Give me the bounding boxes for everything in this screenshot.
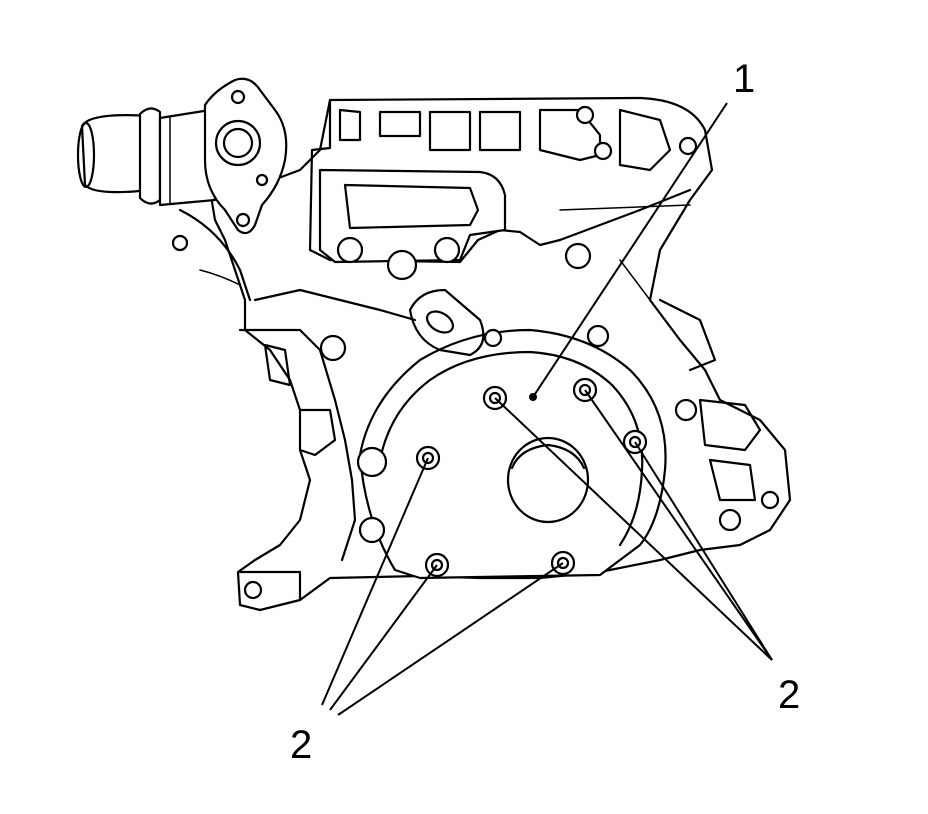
leader-2r-b: [584, 389, 773, 661]
leader-2r-c: [634, 441, 773, 661]
callout-2-left: 2: [290, 723, 312, 767]
leader-2l-b: [329, 564, 438, 711]
callout-2-right: 2: [778, 673, 800, 717]
right-side-ribs: [559, 204, 762, 502]
leader-lines: [321, 102, 773, 716]
coolant-outlet-pipe: [76, 107, 217, 207]
upper-rib-frame: [308, 98, 698, 264]
leader-2l-a: [321, 457, 429, 706]
crankshaft-opening: [506, 436, 590, 524]
center-boss: [318, 168, 592, 281]
bolts: [415, 377, 648, 578]
leader-2l-c: [337, 562, 564, 716]
callout-1: 1: [733, 57, 755, 101]
left-housing-web: [171, 208, 417, 602]
leader-2r-a: [494, 397, 773, 661]
leader-1: [532, 102, 728, 398]
thermostat-flange: [203, 77, 288, 235]
